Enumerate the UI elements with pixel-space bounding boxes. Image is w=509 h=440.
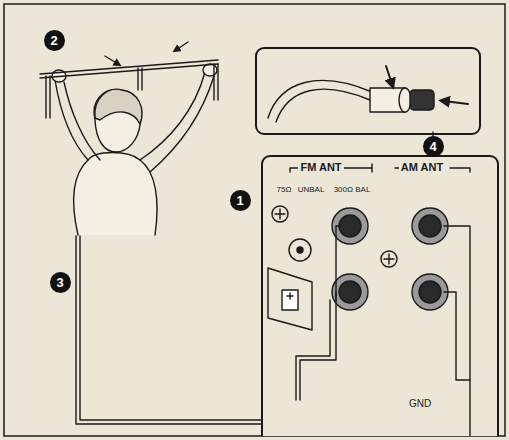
- callout-text: 4: [423, 139, 444, 154]
- rear-panel: [262, 156, 498, 436]
- callout-number: 1: [230, 190, 251, 211]
- callout-number: 4: [423, 136, 444, 157]
- callout-text: 2: [44, 33, 65, 48]
- callout-disc: [50, 272, 71, 293]
- panel-label: UNBAL: [296, 186, 327, 195]
- panel-label: FM ANT: [298, 161, 343, 173]
- panel-label: AM ANT: [399, 161, 445, 173]
- callout-disc: [423, 136, 444, 157]
- callout-disc: [230, 190, 251, 211]
- callout-disc: [44, 30, 65, 51]
- callout-number: 2: [44, 30, 65, 51]
- panel-label: 300Ω BAL: [332, 186, 373, 195]
- panel-label: 75Ω: [275, 186, 294, 195]
- terminal-inset: [256, 48, 480, 136]
- person-figure: [52, 64, 217, 235]
- fm-antenna-wire: [40, 42, 218, 118]
- callout-number: 3: [50, 272, 71, 293]
- callout-text: 1: [230, 193, 251, 208]
- panel-label: GND: [407, 398, 433, 409]
- callout-text: 3: [50, 275, 71, 290]
